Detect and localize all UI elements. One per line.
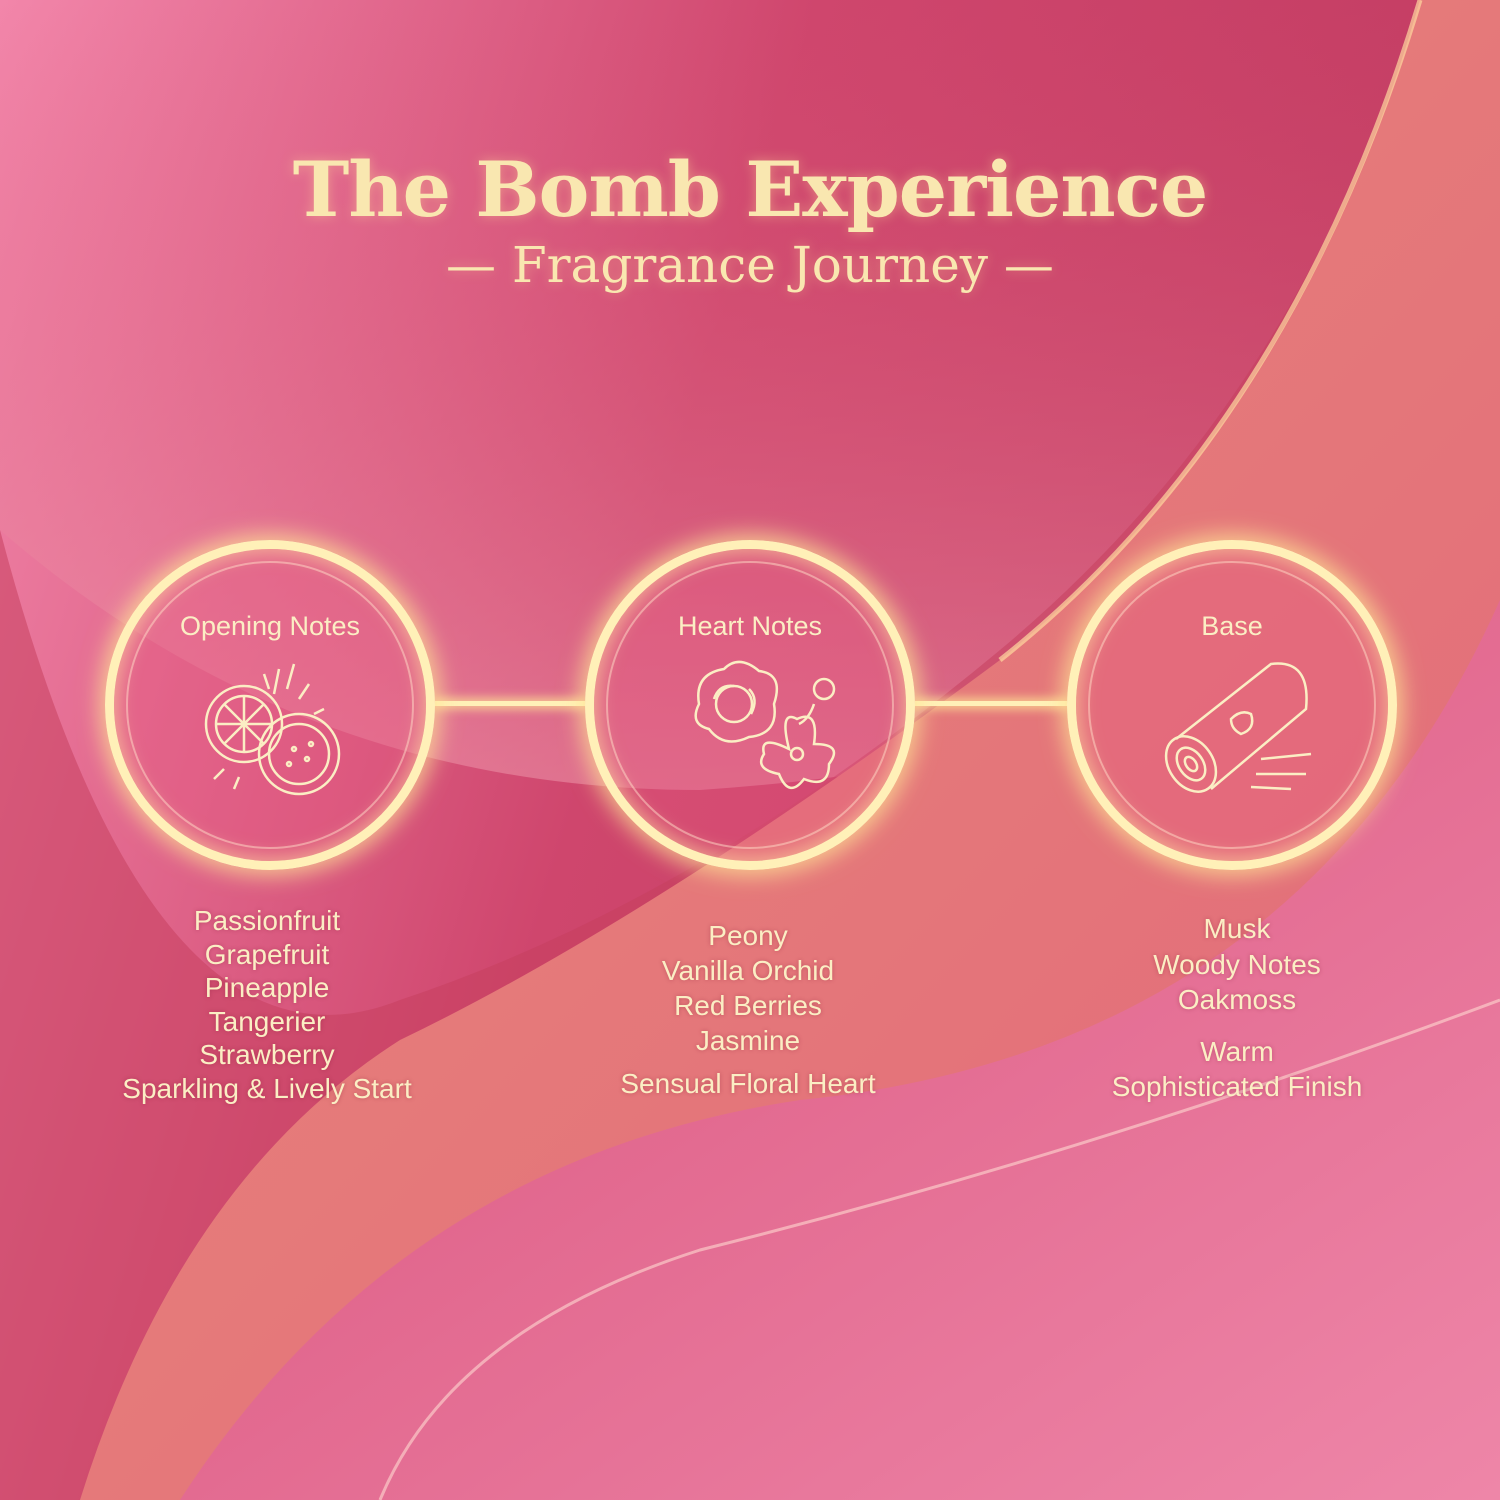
stage-circle-opening: Opening Notes (105, 540, 435, 870)
stage-circle-heart: Heart Notes (585, 540, 915, 870)
opening-notes-list: Passionfruit Grapefruit Pineapple Tanger… (57, 904, 477, 1105)
note-item: Tangerier (208, 1005, 326, 1037)
note-item: Red Berries (674, 990, 822, 1021)
heart-notes-list: Peony Vanilla Orchid Red Berries Jasmine… (538, 918, 958, 1101)
note-item: Vanilla Orchid (661, 955, 835, 986)
stage-label: Heart Notes (677, 611, 823, 641)
flowers-icon (694, 660, 836, 789)
stage-summary: Sparkling & Lively Start (122, 1072, 412, 1104)
note-item: Pineapple (204, 972, 330, 1003)
note-item: Passionfruit (193, 905, 341, 936)
base-notes-list: Musk Woody Notes Oakmoss Warm Sophistica… (1027, 911, 1447, 1105)
stage-label: Opening Notes (179, 611, 361, 641)
note-item: Woody Notes (1153, 948, 1321, 980)
note-item: Grapefruit (204, 938, 330, 970)
citrus-fruit-icon (204, 663, 341, 796)
note-item: Musk (1203, 913, 1271, 944)
connector-line (915, 701, 1067, 706)
wood-log-icon (1164, 662, 1312, 793)
stage-label: Base (1201, 611, 1263, 641)
note-item: Oakmoss (1177, 984, 1297, 1015)
page-title: The Bomb Experience (292, 145, 1208, 234)
page-subtitle: — Fragrance Journey — (446, 236, 1054, 294)
connector-line (435, 701, 585, 706)
stage-summary: Sensual Floral Heart (620, 1068, 876, 1099)
note-item: Peony (708, 920, 788, 951)
note-item: Jasmine (695, 1025, 801, 1056)
stage-summary: Sophisticated Finish (1111, 1071, 1363, 1102)
stage-summary: Warm (1200, 1035, 1274, 1067)
note-item: Strawberry (199, 1039, 335, 1070)
stage-circle-base: Base (1067, 540, 1397, 870)
